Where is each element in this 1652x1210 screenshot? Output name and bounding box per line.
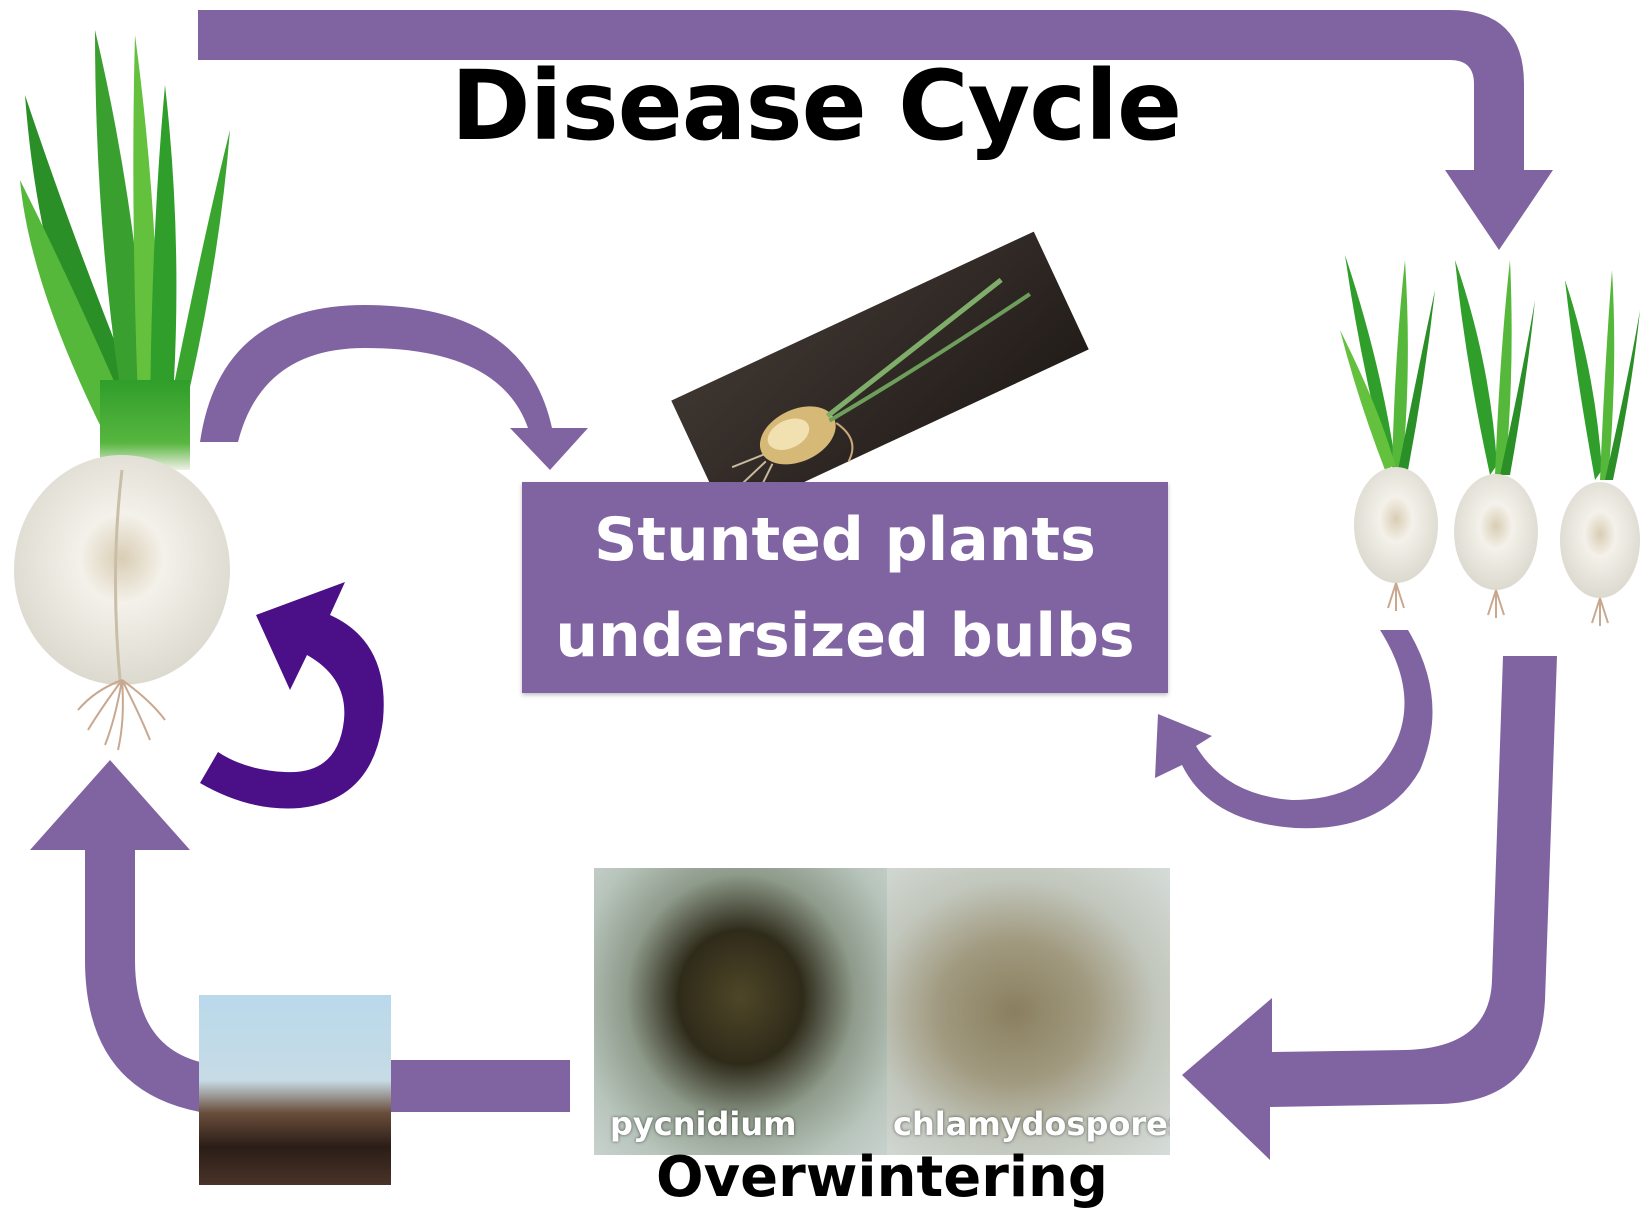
repeat-cycle-icon xyxy=(200,582,384,808)
left-arrow xyxy=(30,760,200,1112)
fungal-structure-photo xyxy=(199,995,391,1185)
bottom-connector-arrow xyxy=(390,1060,570,1112)
chlamydospores-micrograph: chlamydospores xyxy=(887,868,1170,1155)
inner-arrow-from-cluster xyxy=(1155,630,1433,828)
diagram-title: Disease Cycle xyxy=(0,50,1632,162)
chlamydospores-label: chlamydospores xyxy=(893,1105,1170,1143)
pycnidium-micrograph: pycnidium xyxy=(594,868,887,1155)
pycnidium-label: pycnidium xyxy=(610,1105,796,1143)
stunted-line-2: undersized bulbs xyxy=(555,588,1134,684)
stunted-line-1: Stunted plants xyxy=(594,492,1096,588)
overwintering-label: Overwintering xyxy=(594,1148,1170,1208)
stunted-plants-box: Stunted plants undersized bulbs xyxy=(522,482,1168,693)
right-arrow xyxy=(1182,656,1557,1160)
onion-cluster-icon xyxy=(1340,255,1640,626)
inner-arrow-to-stunted xyxy=(200,305,588,470)
uprooted-onion-photo xyxy=(671,232,1088,519)
